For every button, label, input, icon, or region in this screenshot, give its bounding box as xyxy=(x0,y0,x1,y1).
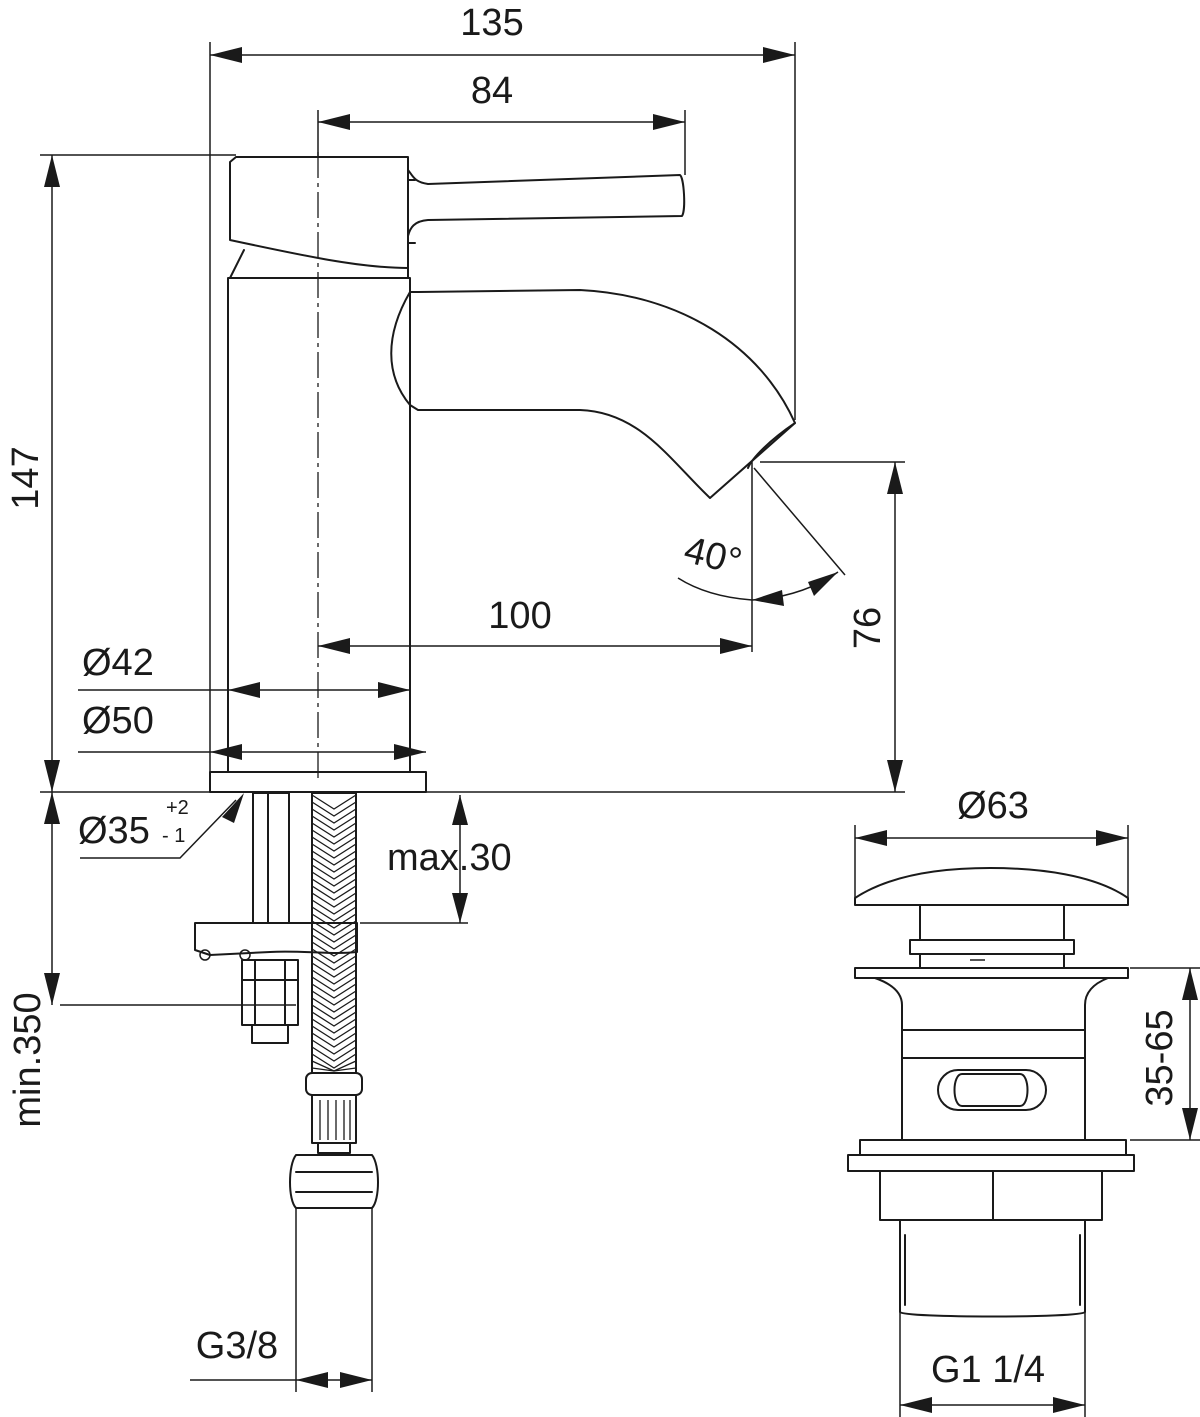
dim-body-diameter: Ø42 xyxy=(82,642,154,684)
waste-flange xyxy=(854,967,1129,979)
dim-spout-reach: 100 xyxy=(488,595,551,637)
faucet-spout xyxy=(409,289,796,499)
dim-lever-length: 84 xyxy=(471,70,513,112)
fixing-rod xyxy=(252,792,290,924)
waste-lock-washer xyxy=(859,1139,1127,1156)
waste-cap xyxy=(854,867,1129,906)
dimension-lines xyxy=(40,42,1200,1417)
waste-drawing xyxy=(847,867,1135,1318)
faucet-lever xyxy=(407,169,686,237)
waste-body xyxy=(874,977,1109,1059)
dim-total-height: 147 xyxy=(5,446,47,509)
under-deck-fixing xyxy=(194,792,358,1044)
dim-total-width: 135 xyxy=(460,2,523,44)
dim-min-hose: min.350 xyxy=(7,992,49,1127)
waste-lock-nut xyxy=(879,1170,1103,1221)
dim-hole-tolerance-minus: - 1 xyxy=(162,825,185,847)
dim-waste-thread: G1 1/4 xyxy=(931,1349,1045,1391)
hose-ferrule xyxy=(305,1072,363,1096)
faucet-body xyxy=(227,277,411,773)
dim-hole-diameter: Ø35 xyxy=(78,810,150,852)
faucet-handle-cap xyxy=(229,156,409,269)
dimension-labels: 135 84 147 76 100 40° Ø42 Ø50 Ø35 +2 - 1… xyxy=(5,2,1181,1391)
waste-thread-tail xyxy=(899,1219,1086,1318)
dim-waste-cap-diameter: Ø63 xyxy=(957,785,1029,827)
dim-hose-thread: G3/8 xyxy=(196,1325,278,1367)
flexible-hose xyxy=(289,792,379,1209)
faucet-drawing xyxy=(209,156,796,793)
dim-base-diameter: Ø50 xyxy=(82,700,154,742)
dim-spout-angle: 40° xyxy=(680,529,746,584)
dim-waste-deck-range: 35-65 xyxy=(1139,1009,1181,1106)
faucet-outlet xyxy=(747,422,796,469)
faucet-collar xyxy=(229,249,409,279)
hose-nut xyxy=(289,1154,379,1209)
dim-outlet-height: 76 xyxy=(847,607,889,649)
dim-hole-tolerance-plus: +2 xyxy=(166,797,189,819)
waste-overflow-slot xyxy=(937,1069,1047,1111)
dim-max-deck: max.30 xyxy=(387,837,512,879)
fixing-nut xyxy=(241,959,299,1026)
